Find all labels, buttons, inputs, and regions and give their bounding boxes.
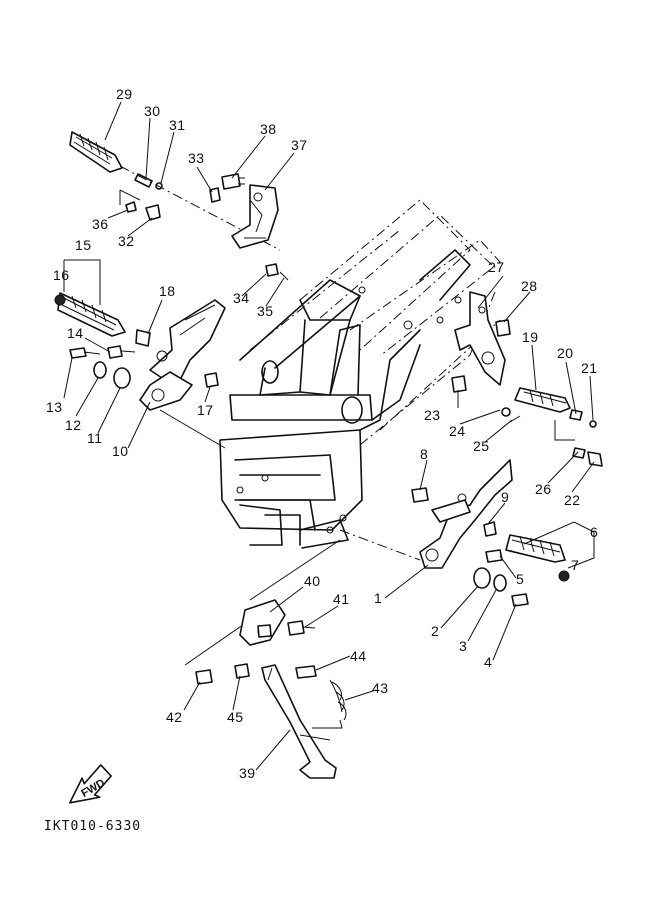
part-label-36: 36 [92, 216, 109, 232]
part-label-27: 27 [488, 259, 505, 275]
part-label-17: 17 [197, 402, 214, 418]
part-label-42: 42 [166, 709, 183, 725]
part-label-5: 5 [516, 571, 524, 587]
reference-code: IKT010-6330 [44, 819, 141, 834]
part-label-25: 25 [473, 438, 490, 454]
part-label-34: 34 [233, 290, 250, 306]
part-label-37: 37 [291, 137, 308, 153]
rear-right-footrest-group [451, 291, 603, 467]
part-label-2: 2 [431, 623, 439, 639]
motorcycle-frame [219, 199, 501, 549]
part-number-labels: 1234567891011121314151617181920212223242… [46, 86, 598, 781]
part-label-43: 43 [372, 680, 389, 696]
part-label-39: 39 [239, 765, 256, 781]
part-label-45: 45 [227, 709, 244, 725]
forward-arrow-icon: FWD [69, 764, 112, 804]
part-label-18: 18 [159, 283, 176, 299]
part-label-40: 40 [304, 573, 321, 589]
part-label-32: 32 [118, 233, 135, 249]
part-label-19: 19 [522, 329, 539, 345]
part-label-7: 7 [571, 557, 579, 573]
part-label-20: 20 [557, 345, 574, 361]
part-label-4: 4 [484, 654, 492, 670]
part-label-3: 3 [459, 638, 467, 654]
part-label-28: 28 [521, 278, 538, 294]
part-label-22: 22 [564, 492, 581, 508]
part-label-6: 6 [590, 524, 598, 540]
part-label-44: 44 [350, 648, 367, 664]
part-label-29: 29 [116, 86, 133, 102]
part-label-21: 21 [581, 360, 598, 376]
part-label-33: 33 [188, 150, 205, 166]
part-label-12: 12 [65, 417, 82, 433]
part-label-24: 24 [449, 423, 466, 439]
part-label-26: 26 [535, 481, 552, 497]
rear-left-bracket-group [209, 173, 289, 281]
part-label-10: 10 [112, 443, 129, 459]
part-label-30: 30 [144, 103, 161, 119]
part-label-35: 35 [257, 303, 274, 319]
rear-left-footrest-group [69, 131, 281, 251]
part-label-11: 11 [87, 430, 103, 446]
leader-lines [63, 101, 595, 771]
sidestand-group [184, 539, 347, 779]
part-label-1: 1 [374, 590, 382, 606]
part-label-13: 13 [46, 399, 63, 415]
part-label-23: 23 [424, 407, 441, 423]
part-label-14: 14 [67, 325, 84, 341]
part-label-41: 41 [333, 591, 350, 607]
part-label-38: 38 [260, 121, 277, 137]
part-label-8: 8 [420, 446, 428, 462]
front-right-footrest-group [339, 459, 570, 607]
part-label-15: 15 [75, 237, 92, 253]
part-label-9: 9 [501, 489, 509, 505]
front-left-footrest-group [54, 292, 226, 449]
part-label-16: 16 [53, 267, 70, 283]
part-label-31: 31 [169, 117, 186, 133]
